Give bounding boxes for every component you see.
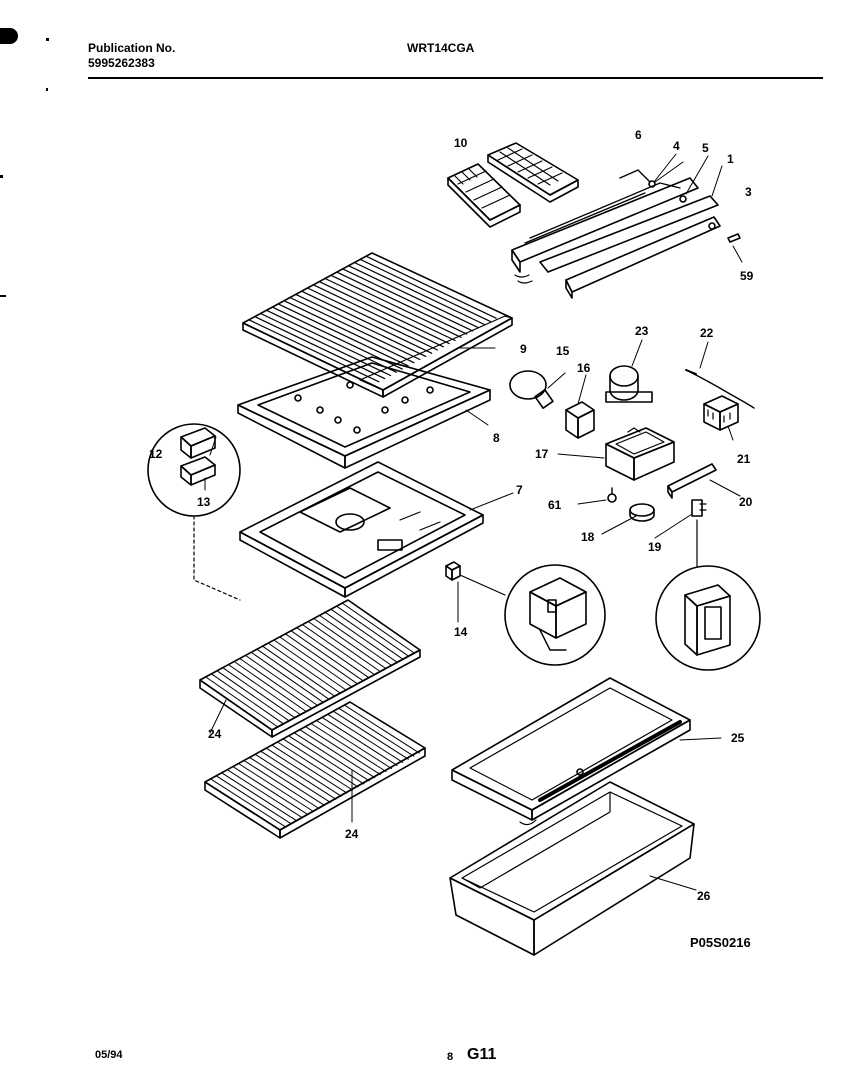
callout-24-lower: 24: [345, 827, 359, 841]
callout-6: 6: [635, 128, 642, 142]
callout-17: 17: [535, 447, 549, 461]
cover-frame-part-7: [239, 461, 484, 598]
callout-15: 15: [556, 344, 570, 358]
callout-26: 26: [697, 889, 711, 903]
callout-19: 19: [648, 540, 662, 554]
shelf-frame-part-8: [237, 356, 491, 469]
rail-assembly-parts-1-6: [511, 153, 741, 299]
leader-lines: [204, 245, 743, 891]
crisper-drawer-part-26: [449, 781, 695, 956]
callout-24-upper: 24: [208, 727, 222, 741]
terminal-part-14: [445, 561, 461, 581]
detail-circle-part-14: [459, 564, 606, 666]
control-housing-part-17: [605, 427, 675, 481]
callout-10: 10: [454, 136, 468, 150]
callout-14: 14: [454, 625, 468, 639]
callout-16: 16: [577, 361, 591, 375]
detail-circle-clips: [147, 423, 241, 601]
callout-22: 22: [700, 326, 714, 340]
bracket-part-20: [667, 463, 717, 499]
callout-25: 25: [731, 731, 745, 745]
callout-4: 4: [673, 139, 680, 153]
callout-59: 59: [740, 269, 754, 283]
wire-shelf-part-24: [204, 701, 426, 839]
knob-part-18: [629, 503, 655, 522]
callout-labels: 10 6 4 5 1 3 59 9 15 16 23 22 8 12 13 17…: [149, 128, 754, 903]
callout-20: 20: [739, 495, 753, 509]
screw-part-61: [607, 487, 617, 503]
shelf-part-9: [242, 252, 513, 398]
switch-part-19: [691, 499, 707, 517]
footer-page-number: 8: [447, 1051, 454, 1063]
callout-12: 12: [149, 447, 163, 461]
publication-label: Publication No.: [88, 41, 176, 55]
light-bulb-part-15: [509, 370, 554, 409]
wire-shelf-part-24: [199, 599, 421, 738]
damper-motor-part-23: [605, 365, 653, 403]
header-rule: [88, 77, 823, 79]
detail-circle-part-19: [655, 519, 761, 671]
wire-lead-part-22: [685, 369, 755, 409]
callout-7: 7: [516, 483, 523, 497]
callout-5: 5: [702, 141, 709, 155]
callout-21: 21: [737, 452, 751, 466]
scan-mark: [46, 88, 48, 91]
footer-date: 05/94: [95, 1049, 123, 1061]
callout-8: 8: [493, 431, 500, 445]
publication-number: 5995262383: [88, 56, 155, 70]
callout-13: 13: [197, 495, 211, 509]
connector-part-21: [703, 395, 739, 431]
scan-mark: [46, 38, 49, 41]
callout-3: 3: [745, 185, 752, 199]
callout-1: 1: [727, 152, 734, 166]
socket-part-16: [565, 401, 595, 439]
model-number: WRT14CGA: [407, 41, 475, 55]
ice-tray-part-10: [447, 142, 579, 228]
scan-mark: [0, 295, 6, 297]
callout-23: 23: [635, 324, 649, 338]
callout-18: 18: [581, 530, 595, 544]
callout-61: 61: [548, 498, 562, 512]
crisper-cover-part-25: [451, 677, 691, 821]
footer-section: G11: [467, 1046, 497, 1063]
scan-mark: [0, 175, 3, 178]
callout-9: 9: [520, 342, 527, 356]
scan-mark: [0, 28, 18, 44]
diagram-code: P05S0216: [690, 935, 751, 950]
